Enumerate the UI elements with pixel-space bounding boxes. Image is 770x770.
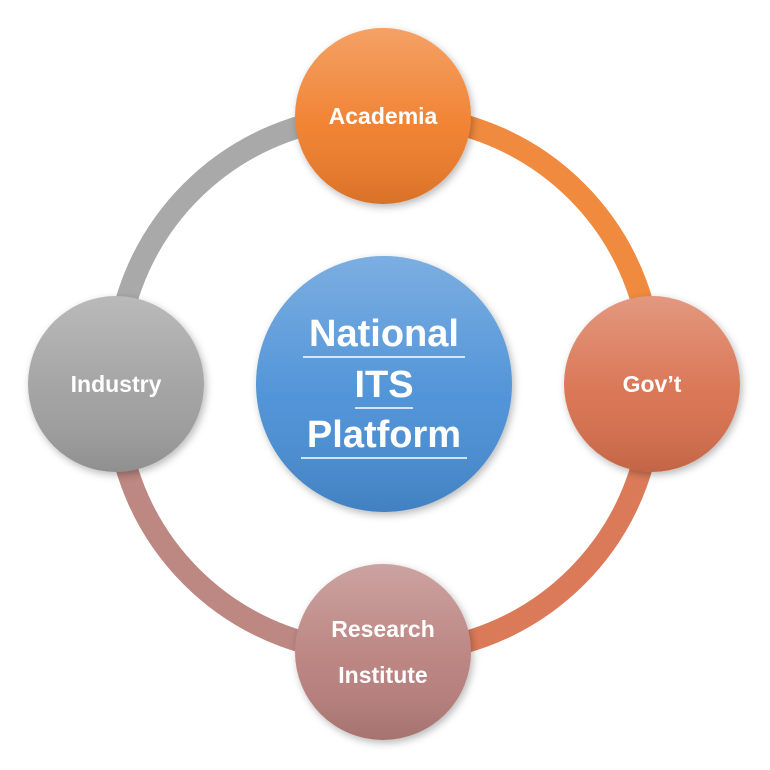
node-label-industry-1: Industry [71, 371, 162, 397]
node-label-research-institute-1: Research [331, 616, 435, 642]
center-label-line-2: ITS [354, 364, 413, 406]
node-label-govt-1: Gov’t [623, 371, 682, 397]
center-platform: National ITS Platform [256, 256, 512, 512]
node-academia: Academia [295, 28, 471, 204]
node-gloss-industry [28, 296, 204, 472]
center-label-line-1: National [309, 313, 459, 355]
node-label-research-institute-2: Institute [338, 662, 427, 688]
node-gloss-academia [295, 28, 471, 204]
node-gloss-research-institute [295, 564, 471, 740]
node-govt: Gov’t [564, 296, 740, 472]
node-label-academia-1: Academia [329, 103, 438, 129]
node-industry: Industry [28, 296, 204, 472]
node-gloss-govt [564, 296, 740, 472]
center-gloss [256, 256, 512, 512]
center-label-line-3: Platform [307, 414, 461, 456]
